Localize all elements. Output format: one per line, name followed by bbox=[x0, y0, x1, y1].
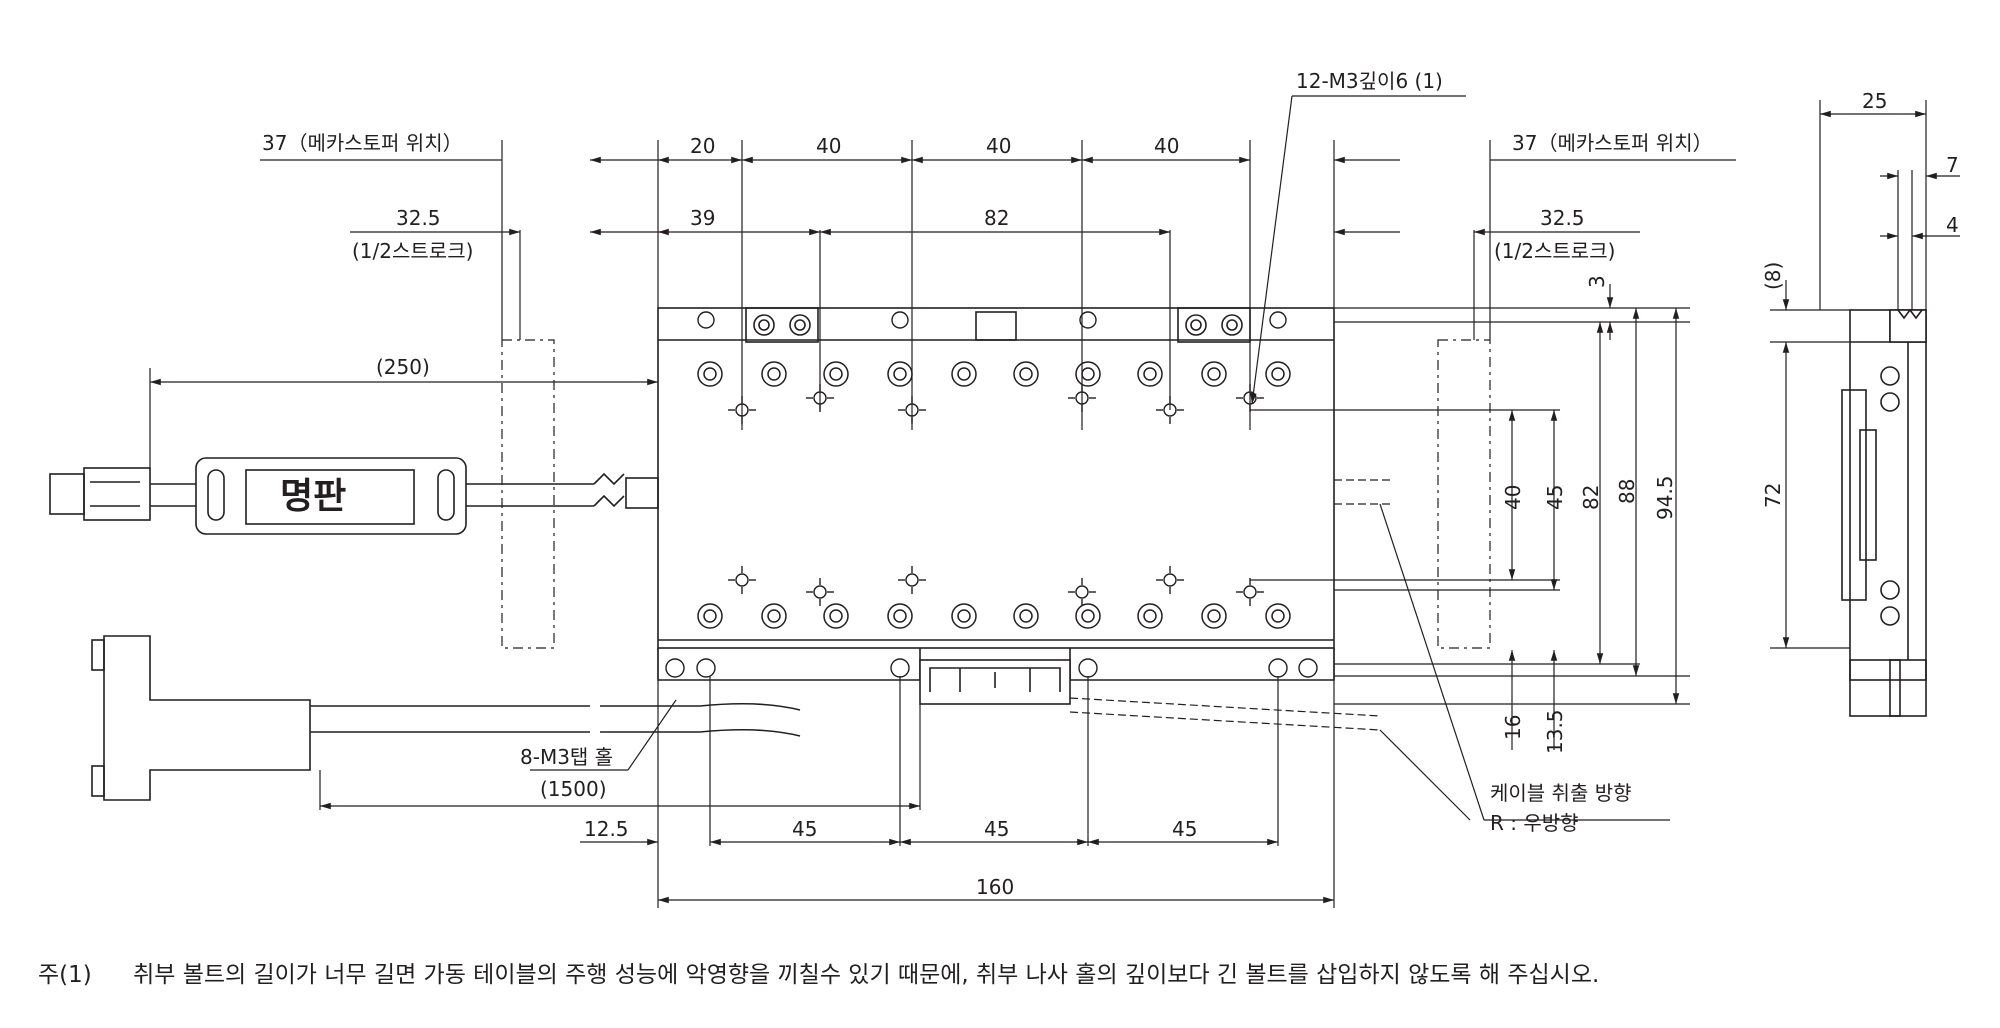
counterbore-hole bbox=[1265, 361, 1291, 387]
m3-tap bbox=[1236, 578, 1264, 606]
dim-20: 20 bbox=[690, 134, 715, 158]
half-stroke-left-label: (1/2스트로크) bbox=[352, 239, 473, 263]
dim-40-vertical: 40 bbox=[1501, 485, 1525, 510]
counterbore-hole bbox=[697, 603, 723, 629]
dim-16-vertical: 16 bbox=[1501, 715, 1525, 740]
side-dim-4: 4 bbox=[1946, 213, 1959, 237]
right-cable-stub bbox=[1069, 479, 1390, 731]
dim-88-vertical: 88 bbox=[1615, 479, 1639, 504]
m3-tap bbox=[1156, 566, 1184, 594]
nameplate-label: 명판 bbox=[280, 476, 346, 517]
dimension-labels: 20 40 40 40 39 82 37（메카스토퍼 위치） 37（메카스토퍼 … bbox=[262, 69, 1959, 899]
counterbore-hole bbox=[761, 603, 787, 629]
counterbore-hole bbox=[697, 361, 723, 387]
tap-label-8-m3: 8-M3탭 홀 bbox=[520, 745, 613, 769]
mounting-holes bbox=[697, 361, 1291, 629]
dim-45-vertical: 45 bbox=[1543, 485, 1567, 510]
cable-direction-line2: R : 우방향 bbox=[1490, 811, 1579, 835]
dim-12-5: 12.5 bbox=[584, 817, 629, 841]
m3-tap bbox=[806, 578, 834, 606]
dim-40-c: 40 bbox=[1154, 134, 1179, 158]
side-dim-72: 72 bbox=[1761, 483, 1785, 508]
dim-160: 160 bbox=[976, 875, 1014, 899]
counterbore-hole bbox=[1013, 603, 1039, 629]
m3-tap bbox=[1068, 578, 1096, 606]
dim-40-b: 40 bbox=[986, 134, 1011, 158]
counterbore-hole bbox=[1201, 361, 1227, 387]
side-view-dims bbox=[1770, 100, 1960, 649]
counterbore-hole bbox=[823, 603, 849, 629]
tap-callout-12-m3: 12-M3깊이6 (1) bbox=[1296, 69, 1443, 93]
side-dim-7: 7 bbox=[1946, 153, 1959, 177]
dim-94-5-vertical: 94.5 bbox=[1653, 475, 1677, 520]
counterbore-hole bbox=[823, 361, 849, 387]
dim-45-a: 45 bbox=[792, 817, 817, 841]
dim-39: 39 bbox=[690, 206, 715, 230]
half-stroke-left-value: 32.5 bbox=[396, 206, 441, 230]
m3-tap-holes bbox=[728, 384, 1264, 606]
side-dim-25: 25 bbox=[1862, 89, 1887, 113]
dim-82-vertical: 82 bbox=[1579, 485, 1603, 510]
dim-45-b: 45 bbox=[984, 817, 1009, 841]
counterbore-hole bbox=[1137, 603, 1163, 629]
m3-tap bbox=[728, 566, 756, 594]
counterbore-hole bbox=[1075, 603, 1101, 629]
cable-direction-line1: 케이블 취출 방향 bbox=[1490, 781, 1632, 805]
dim-3: 3 bbox=[1585, 275, 1609, 288]
bottom-rail bbox=[657, 648, 1335, 705]
mech-stop-right: 37（메카스토퍼 위치） bbox=[1512, 131, 1713, 155]
counterbore-hole bbox=[887, 603, 913, 629]
counterbore-hole bbox=[951, 603, 977, 629]
counterbore-hole bbox=[951, 361, 977, 387]
counterbore-hole bbox=[761, 361, 787, 387]
dim-1500: (1500) bbox=[540, 777, 607, 801]
mech-stop-left: 37（메카스토퍼 위치） bbox=[262, 131, 463, 155]
dimension-lines bbox=[149, 95, 1736, 908]
counterbore-hole bbox=[1265, 603, 1291, 629]
side-view bbox=[1841, 308, 1927, 717]
half-stroke-right-label: (1/2스트로크) bbox=[1494, 239, 1615, 263]
footnote-ref: 주(1) bbox=[38, 962, 92, 988]
counterbore-hole bbox=[1137, 361, 1163, 387]
half-stroke-right-value: 32.5 bbox=[1540, 206, 1585, 230]
counterbore-hole bbox=[1013, 361, 1039, 387]
top-clamp-blocks bbox=[745, 307, 1251, 343]
footnote: 주(1) 취부 볼트의 길이가 너무 길면 가동 테이블의 주행 성능에 악영향… bbox=[38, 955, 1599, 989]
counterbore-hole bbox=[1201, 603, 1227, 629]
dim-45-c: 45 bbox=[1172, 817, 1197, 841]
side-dim-8: (8) bbox=[1761, 262, 1785, 290]
m3-tap bbox=[898, 566, 926, 594]
dim-250: (250) bbox=[376, 355, 430, 379]
footnote-text: 취부 볼트의 길이가 너무 길면 가동 테이블의 주행 성능에 악영향을 끼칠수… bbox=[133, 962, 1600, 988]
dim-82: 82 bbox=[984, 206, 1009, 230]
cable-assembly bbox=[49, 457, 801, 801]
stage-top-view bbox=[657, 307, 1335, 649]
stroke-ghost-outlines bbox=[501, 339, 1491, 649]
dim-13-5-vertical: 13.5 bbox=[1543, 709, 1567, 754]
dim-40-a: 40 bbox=[816, 134, 841, 158]
